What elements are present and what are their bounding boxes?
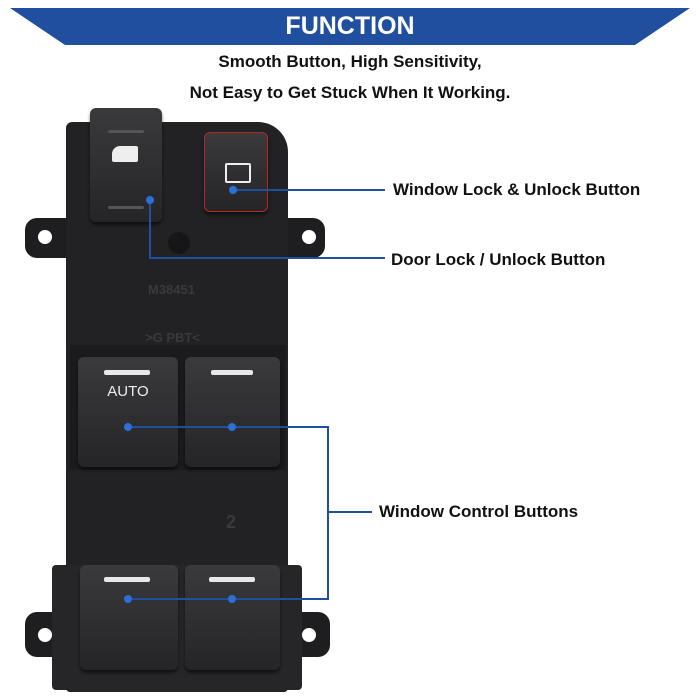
passenger-window-button[interactable] <box>185 357 280 467</box>
callout-window-control: Window Control Buttons <box>379 502 579 521</box>
subtitle-line-1: Smooth Button, High Sensitivity, <box>218 52 482 71</box>
window-lock-icon <box>225 163 251 183</box>
header-title: FUNCTION <box>285 12 415 40</box>
door-lock-icon <box>112 146 138 162</box>
mount-hole <box>38 628 52 642</box>
callout-window-lock: Window Lock & Unlock Button <box>393 180 641 199</box>
window-lock-button[interactable] <box>204 132 268 212</box>
mount-hole <box>302 628 316 642</box>
callout-door-lock: Door Lock / Unlock Button <box>391 250 606 269</box>
driver-window-button[interactable]: AUTO <box>78 357 178 467</box>
rear-right-window-button[interactable] <box>185 565 280 670</box>
part-number: M38451 <box>148 282 195 297</box>
screw-hole <box>168 232 190 254</box>
header-banner <box>10 8 690 45</box>
material-mark: >G PBT< <box>145 330 200 345</box>
mount-hole <box>38 230 52 244</box>
seat-number: 2 <box>226 512 237 532</box>
rear-left-window-button[interactable] <box>80 565 178 670</box>
subtitle-line-2: Not Easy to Get Stuck When It Working. <box>189 83 511 102</box>
mount-hole <box>302 230 316 244</box>
auto-label: AUTO <box>107 383 149 400</box>
